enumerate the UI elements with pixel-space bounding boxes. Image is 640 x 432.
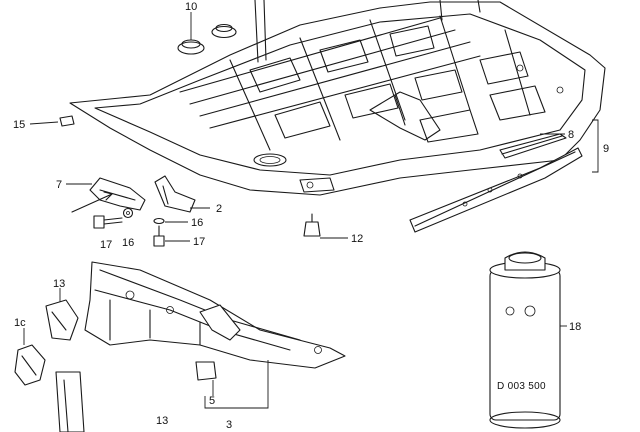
spray-can-part: D 003 500 [489,251,561,429]
callout-2: 2 [216,203,222,215]
callout-15: 15 [13,119,25,131]
callout-7: 7 [56,179,62,191]
floor-pan [69,0,606,196]
callout-13b: 13 [156,415,168,427]
callout-10: 10 [185,1,197,13]
callout-13a: 13 [53,278,65,290]
callout-17b: 17 [193,236,205,248]
grommet-part [177,23,237,55]
callout-1c: 1c [14,317,26,329]
callout-18: 18 [569,321,581,333]
callout-16a: 16 [191,217,203,229]
leader-lines [23,12,599,396]
callout-3: 3 [226,419,232,431]
callout-16b: 16 [122,237,134,249]
callout-8: 8 [568,129,574,141]
fastener-parts [93,207,321,247]
callout-5: 5 [209,395,215,407]
callout-labels: 10 15 8 9 7 2 16 16 17 17 12 13 13 1c 18… [13,1,609,431]
frame-assembly [14,261,346,432]
sill-strip-part [409,133,583,233]
callout-12: 12 [351,233,363,245]
can-label: D 003 500 [497,381,546,392]
bracket-part [89,175,196,213]
plug-part [59,115,75,127]
callout-9: 9 [603,143,609,155]
callout-17a: 17 [100,239,112,251]
